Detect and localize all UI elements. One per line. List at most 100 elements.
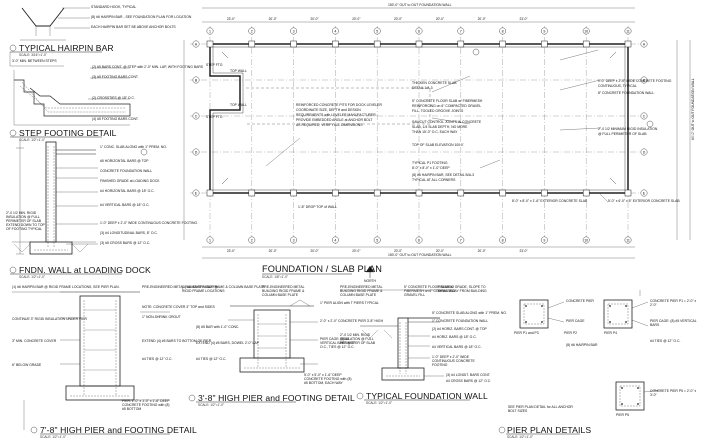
grid-bubble-label: 2 — [251, 29, 253, 33]
bay-dimension: 23'-0" — [227, 17, 235, 21]
grid-bubble — [290, 27, 297, 35]
grid-bubble — [640, 76, 648, 84]
pier78-note: 1" NON-SHRINK GROUT — [142, 315, 181, 319]
pier-plan-note: (8) #6 HAIRPIN BAR — [566, 343, 598, 347]
grid-bubble-label: A — [643, 42, 646, 46]
hairpin-note: STANDARD HOOK, TYPICAL — [91, 5, 137, 9]
grid-bubble — [541, 236, 548, 244]
grid-bubble — [373, 27, 381, 35]
plan-note: TYPICAL AT ALL CORNERS — [412, 178, 456, 182]
plan-side-dim: 60'-0" OUT to OUT FOUNDATION WALL — [691, 78, 695, 140]
grid-bubble-label: 2 — [251, 238, 253, 242]
pier-mark — [248, 40, 256, 48]
pier-mark — [415, 189, 423, 197]
fndn-note: #4 VERTICAL BARS @ 18" O.C. — [100, 203, 150, 207]
grid-bubble — [192, 76, 200, 84]
pier38-note: 1" PIER ALIGN with T PIERS TYPICAL — [320, 301, 379, 305]
pier-3-8-detail — [228, 299, 318, 373]
grid-bubble — [415, 236, 423, 244]
grid-bubble-label: C — [195, 114, 198, 118]
twall-note: #4 VERTICAL BARS @ 18" O.C. — [432, 345, 482, 349]
fndn-note: #5 HORIZONTAL BARS @ TOP — [100, 159, 149, 163]
step-note: (3) #5 FOOTING BARS CONT. — [92, 75, 139, 79]
pier-plan-note: PIER CAGE — [566, 319, 585, 323]
grid-bubble-label: 8 — [502, 29, 504, 33]
pier-mark — [332, 189, 339, 197]
pier-mark — [290, 189, 297, 197]
twall-note: (3) #4 LONGIT. BARS CONT. — [446, 373, 491, 377]
plan-overall-dim-top: 150'-0" OUT to OUT FOUNDATION WALL — [388, 3, 452, 7]
bay-dimension: 20'-0" — [310, 249, 318, 253]
bay-dimension: 20'-0" — [436, 249, 444, 253]
grid-bubble-label: 5 — [376, 238, 378, 242]
plan-note: SLAB, 1/4 SLAB DEPTH, NO MORE — [412, 125, 468, 129]
grid-bubble-label: C — [643, 114, 646, 118]
grid-bubble — [415, 27, 423, 35]
bay-dimension: 20'-0" — [352, 249, 360, 253]
plan-overall-dim-bottom: 150'-0" OUT to OUT FOUNDATION WALL — [388, 253, 452, 257]
pier78-title: 7'-8" HIGH PIER and FOOTING DETAIL — [40, 425, 197, 435]
plan-note: REINFORCING on 6" COMPACTED GRAVEL — [412, 104, 482, 108]
bay-dimension: 23'-0" — [519, 17, 527, 21]
pier38-note: PRE-ENGINEERED METAL BUILDING RIGID FRAM… — [262, 285, 305, 297]
loading-dock-wall-detail — [12, 140, 98, 255]
plan-note: COORDINATE SIZE, DEPTH and DESIGN — [296, 108, 361, 112]
bay-dimension: 20'-0" — [478, 249, 486, 253]
hairpin-note: 3'-0" MIN. BETWEEN STEPS — [12, 59, 57, 63]
grid-bubble — [640, 40, 648, 48]
hairpin-bar-detail — [9, 7, 90, 67]
fndn-note: 2"-0 1/2 MIN. RIGID INSULATION @ FULL PE… — [6, 211, 45, 231]
twall-note: FINISHED GRADE, SLOPE TO DRAIN AWAY FROM… — [438, 285, 487, 293]
grid-bubble-label: 7 — [460, 29, 462, 33]
grid-bubble — [331, 236, 339, 244]
north-label: NORTH — [364, 279, 376, 283]
pier-plan-details — [519, 290, 661, 411]
twall-note: #4 CROSS BARS @ 12" O.C. — [446, 379, 492, 383]
grid-bubble-label: E — [195, 191, 198, 195]
plan-callout: TOP WALL — [230, 103, 247, 107]
plan-note: REQUIREMENTS with LEVELER MANUFACTURER. — [296, 113, 377, 117]
grid-bubble — [624, 27, 632, 35]
pier38-note: EXTEND (4) #5 BARS, DOWEL 2'-0" LAP — [196, 341, 259, 345]
bay-dimension: 20'-0" — [436, 17, 444, 21]
grid-bubble-label: 8 — [502, 238, 504, 242]
plan-note: PROVIDE EMBEDDED ANGLE at ANCHOR BOLT — [296, 118, 373, 122]
grid-bubble-label: 5 — [376, 29, 378, 33]
plan-note: TOP OF SLAB ELEVATION 100.0' — [412, 143, 464, 147]
fndn-note: #4 HORIZONTAL BARS @ 18" O.C. — [100, 189, 155, 193]
pier78-note: 6" BELOW GRADE — [12, 363, 42, 367]
plan-note: TYPICAL P1 FOOTING — [412, 161, 448, 165]
fndn-note: 1'-0" DEEP x 2'-0" WIDE CONTINUOUS CONCR… — [100, 221, 198, 225]
typical-wall-scale: SCALE: 1/2"=1'-0" — [366, 401, 392, 405]
grid-bubble-label: B — [195, 78, 198, 82]
plan-note: (8) #6 HAIRPIN BAR, SEE DETAIL B/A-3 — [412, 173, 474, 177]
grid-bubble-label: D — [643, 150, 646, 154]
pier78-note: #4 TIES @ 12" O.C. — [142, 357, 173, 361]
pier78-note: CONTINUE 3" RIGID INSULATION UNDER PIER — [12, 317, 87, 321]
pier-mark — [499, 40, 506, 48]
twall-note: 5" CONCRETE SLAB ALONG with 1" PREM. NO. — [432, 311, 507, 315]
plan-note: 1'-0" DEEP x 2'-0" WIDE CONCRETE FOOTING — [598, 79, 672, 83]
typical-foundation-wall-detail — [340, 289, 444, 381]
step-note: (2) CROSSTIES @ 18" O.C. — [92, 96, 135, 100]
fndn-title: FNDN. WALL at LOADING DOCK — [19, 265, 151, 275]
plan-note: SAWCUT CONTROL JOINTS IN CONCRETE — [412, 120, 482, 124]
foundation-slab-plan — [140, 7, 691, 278]
grid-bubble-label: A — [195, 42, 198, 46]
pier78-note: PRE-ENGINEERED METAL BUILDING RIGID FRAM… — [142, 285, 265, 289]
pier38-note: #4 TIES @ 12" O.C. — [196, 357, 227, 361]
step-title: STEP FOOTING DETAIL — [19, 128, 117, 138]
pier-mark — [541, 189, 548, 197]
twall-note: 1" CONCRETE FOUNDATION WALL — [432, 319, 489, 323]
grid-bubble-label: B — [643, 78, 646, 82]
plan-note: THAN 15'-0" O.C. EACH WAY — [412, 130, 458, 134]
grid-bubble-label: 1 — [209, 238, 211, 242]
grid-bubble — [206, 236, 214, 244]
pier-plan-scale: SCALE: 1/2"=1'-0" — [507, 435, 533, 439]
pier38-note: (1) #6 HAIRPIN BAR @ RIGID FRAME LOCATIO… — [182, 285, 225, 293]
pier78-note: (1) #6 HAIRPIN BAR @ RIGID FRAME LOCATIO… — [12, 285, 120, 289]
grid-bubble — [582, 236, 590, 244]
plan-note: @ FULL PERIMETER OF SLAB — [598, 132, 647, 136]
step-note: (2) #5 BARS CONT. @ STEP with 2'-0" MIN.… — [92, 65, 204, 69]
